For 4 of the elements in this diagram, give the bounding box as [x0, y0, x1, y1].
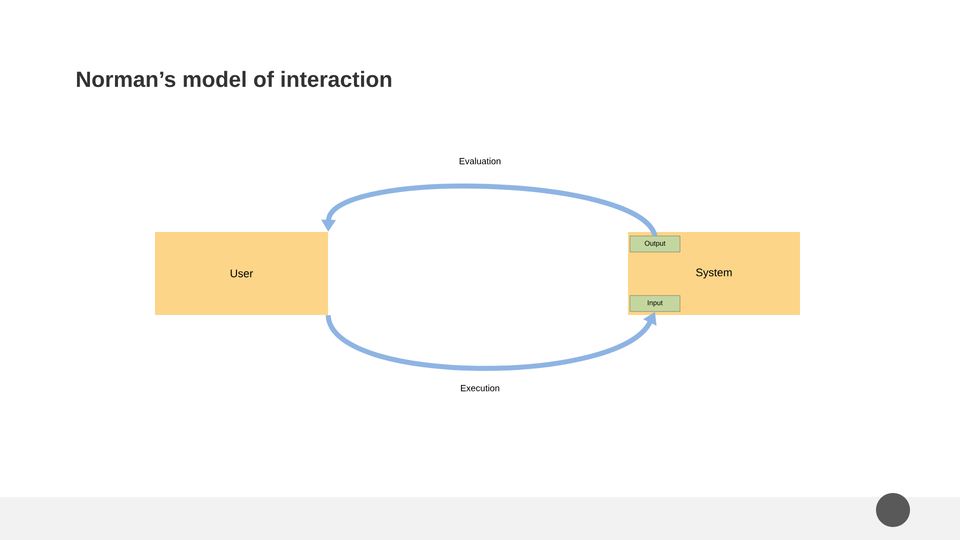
edge-label: Evaluation — [460, 158, 500, 164]
process-box: User — [155, 232, 328, 315]
slide-title: Norman’s model of interaction — [77, 70, 392, 88]
edge-label: Execution — [460, 384, 500, 392]
